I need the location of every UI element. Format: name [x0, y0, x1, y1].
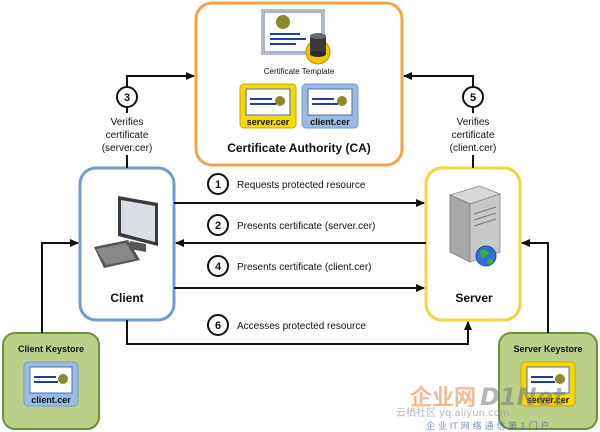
step-1: 1 Requests protected resource	[207, 173, 366, 195]
step-6-text: Accesses protected resource	[237, 321, 366, 332]
step-4: 4 Presents certificate (client.cer)	[207, 255, 372, 277]
step-1-text: Requests protected resource	[237, 180, 366, 191]
certificate-template-label: Certificate Template	[264, 67, 335, 76]
ca-client-cert-label: client.cer	[310, 117, 350, 127]
step-3: 3 Verifies certificate (server.cer)	[88, 86, 166, 155]
step-5: 5 Verifies certificate (client.cer)	[434, 86, 512, 155]
ca-server-cert-card: server.cer	[239, 83, 297, 129]
step-6: 6 Accesses protected resource	[207, 314, 366, 336]
globe-icon	[475, 245, 497, 267]
arrow-step-6	[126, 320, 472, 345]
step-4-number: 4	[215, 261, 222, 273]
step-3-number: 3	[124, 92, 130, 104]
watermark-line-2: 企 业 IT 网 络 通 信 第 1 门 户	[426, 420, 550, 432]
step-3-line-2: certificate	[106, 130, 149, 141]
server-keystore-node: Server Keystore server.cer	[498, 332, 598, 430]
certificate-template-icon	[261, 9, 325, 55]
step-2-text: Presents certificate (server.cer)	[237, 221, 375, 232]
ca-node: Certificate Template server.cer client.c…	[194, 1, 404, 167]
server-keystore-cert-card: server.cer	[520, 361, 576, 407]
client-label: Client	[110, 291, 143, 305]
watermark-line-1: 云栖社区 yq.aliyun.com	[396, 406, 509, 419]
watermark-site: D1Net	[480, 383, 566, 411]
server-label: Server	[455, 291, 493, 305]
watermark-brand: 企业网	[409, 385, 476, 411]
database-gear-icon	[305, 33, 331, 65]
step-4-text: Presents certificate (client.cer)	[237, 262, 372, 273]
server-tower-icon	[448, 185, 502, 263]
desktop-computer-icon	[94, 196, 158, 268]
watermark: 企业网 D1Net 云栖社区 yq.aliyun.com 企 业 IT 网 络 …	[396, 383, 566, 432]
ca-client-cert-card: client.cer	[301, 83, 359, 129]
step-5-line-1: Verifies	[457, 117, 490, 128]
step-1-number: 1	[215, 179, 221, 191]
step-2-number: 2	[215, 220, 221, 232]
client-keystore-cert-card: client.cer	[23, 361, 79, 407]
server-keystore-cert-label: server.cer	[527, 395, 570, 405]
client-keystore-node: Client Keystore client.cer	[2, 332, 100, 430]
arrow-server-keystore	[521, 239, 549, 333]
ca-server-cert-label: server.cer	[247, 117, 290, 127]
client-keystore-cert-label: client.cer	[31, 395, 71, 405]
step-5-line-3: (client.cer)	[450, 143, 497, 154]
server-keystore-label: Server Keystore	[513, 344, 582, 354]
step-3-line-3: (server.cer)	[102, 143, 153, 154]
step-5-number: 5	[470, 92, 476, 104]
client-node: Client	[78, 166, 176, 322]
arrow-client-keystore	[41, 239, 79, 333]
ca-title: Certificate Authority (CA)	[227, 141, 371, 155]
server-node: Server	[424, 166, 522, 322]
step-2: 2 Presents certificate (server.cer)	[207, 214, 375, 236]
client-keystore-label: Client Keystore	[18, 344, 84, 354]
step-3-line-1: Verifies	[111, 117, 144, 128]
step-6-number: 6	[215, 320, 221, 332]
step-5-line-2: certificate	[452, 130, 495, 141]
